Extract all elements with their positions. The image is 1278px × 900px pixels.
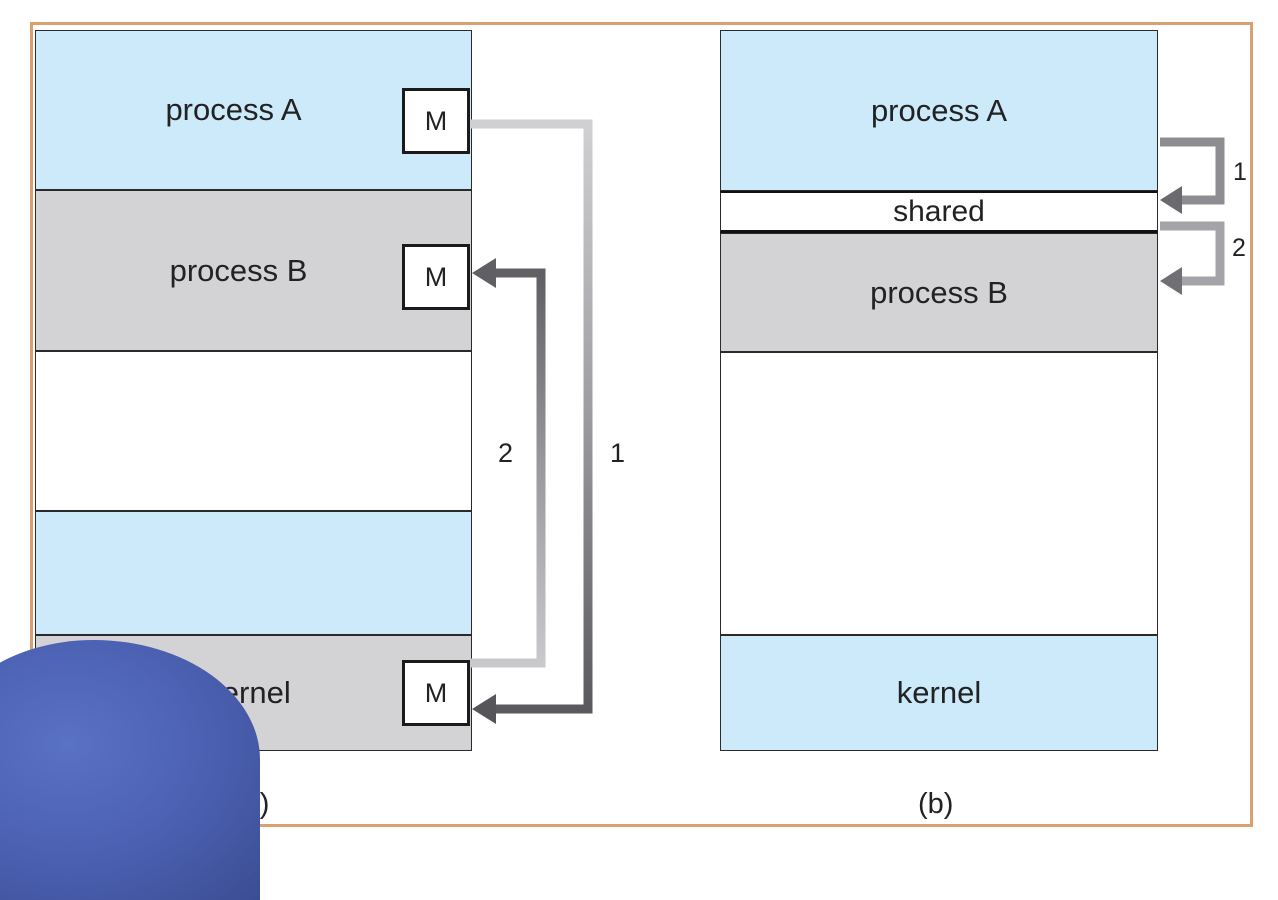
b-shared-label: shared [893,194,985,228]
a-process-a-region: process A [35,30,472,190]
a-free-region [35,351,472,511]
a-message-box-process-b: M [402,244,470,310]
b-arrow-1 [1160,137,1225,205]
b-process-b-label: process B [870,274,1008,310]
b-arrow-2 [1160,221,1225,286]
a-arrow-2-head [472,258,496,288]
b-process-b-region: process B [720,233,1158,352]
a-blue-region [35,511,472,635]
b-process-a-label: process A [870,92,1008,128]
b-process-a-region: process A [720,30,1158,191]
arrows-layer [470,119,1225,724]
a-arrow-1 [470,119,593,714]
a-process-b-label: process B [169,252,308,288]
m-label: M [424,261,448,292]
a-message-box-process-a: M [402,88,470,154]
a-arrow-2 [470,268,546,668]
a-arrow-1-head [472,694,496,724]
m-label: M [424,105,448,136]
b-arrow-1-label: 1 [1233,158,1247,186]
a-process-b-region: process B [35,190,472,351]
b-kernel-label: kernel [896,675,982,710]
caption-b: (b) [918,788,954,820]
b-shared-region: shared [720,191,1158,233]
a-message-box-kernel: M [402,660,470,726]
b-arrow-2-label: 2 [1232,234,1246,262]
a-process-a-label: process A [165,92,302,127]
b-arrow-1-head [1160,186,1182,214]
a-arrow-1-label: 1 [610,438,626,468]
b-kernel-region: kernel [720,635,1158,751]
b-free-region [720,352,1158,635]
b-arrow-2-head [1160,267,1182,295]
m-label: M [424,677,448,708]
a-arrow-2-label: 2 [498,438,514,468]
